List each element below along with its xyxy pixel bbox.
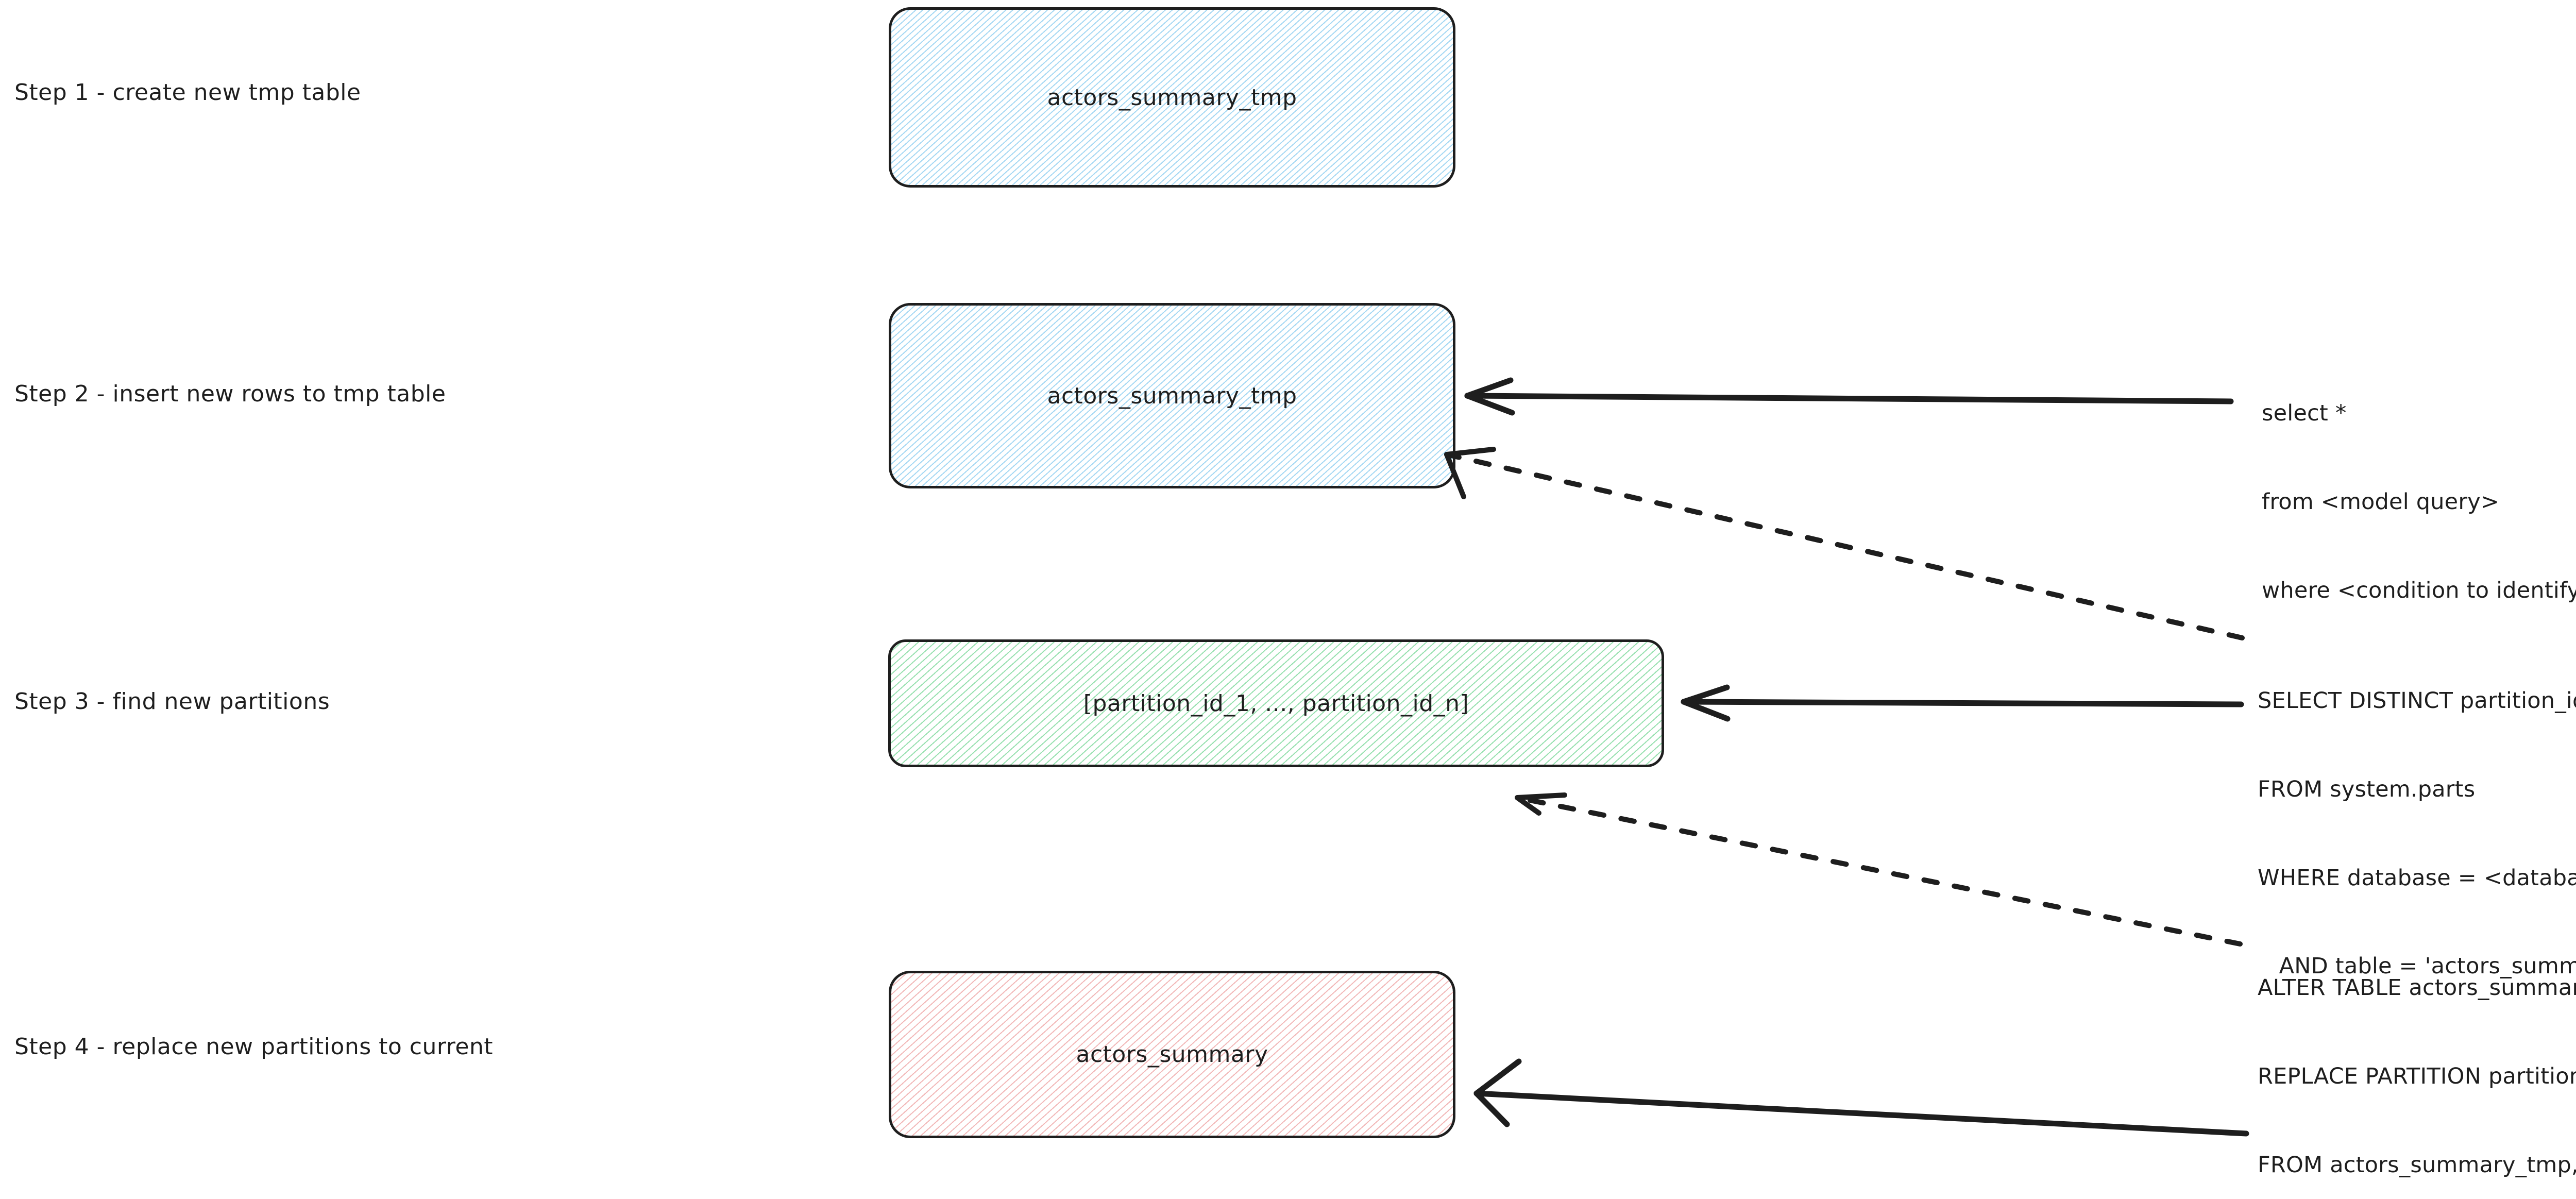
- step-label-3: Step 3 - find new partitions: [14, 688, 330, 715]
- arrow-step4-solid: [1473, 1058, 2249, 1137]
- code-block-step3: SELECT DISTINCT partition_id FROM system…: [2258, 628, 2576, 1040]
- code-line: FROM system.parts: [2258, 776, 2476, 802]
- code-line: AND table = 'actors_summary_tmp': [2279, 953, 2576, 980]
- arrow-step3-to-tmp-dashed: [1444, 447, 2245, 640]
- code-line: REPLACE PARTITION partition_id_1: [2258, 1063, 2576, 1089]
- code-line: FROM actors_summary_tmp,: [2258, 1152, 2576, 1178]
- code-block-step2: select * from <model query> where <condi…: [2262, 340, 2576, 664]
- node-actors-summary-tmp-step2[interactable]: actors_summary_tmp: [889, 303, 1455, 488]
- hatch-fill-blue: [891, 10, 1453, 185]
- node-label: [partition_id_1, ..., partition_id_n]: [1083, 690, 1469, 717]
- code-block-step4: ALTER TABLE actors_summary REPLACE PARTI…: [2258, 915, 2576, 1199]
- step-label-1: Step 1 - create new tmp table: [14, 79, 361, 106]
- node-actors-summary[interactable]: actors_summary: [889, 971, 1455, 1138]
- node-label: actors_summary: [1076, 1041, 1268, 1068]
- arrow-step3-solid: [1681, 684, 2244, 722]
- hatch-fill-pink: [891, 973, 1453, 1136]
- node-label: actors_summary_tmp: [1047, 382, 1297, 409]
- arrow-step2-solid: [1464, 377, 2234, 416]
- step-label-4: Step 4 - replace new partitions to curre…: [14, 1034, 494, 1060]
- arrow-step4-to-partitions-dashed: [1515, 792, 2243, 947]
- code-line: where <condition to identify new>: [2262, 577, 2576, 603]
- code-line: ALTER TABLE actors_summary: [2258, 975, 2576, 1001]
- node-label: actors_summary_tmp: [1047, 84, 1297, 111]
- step-label-2: Step 2 - insert new rows to tmp table: [14, 381, 446, 407]
- code-line: from <model query>: [2262, 488, 2500, 515]
- node-actors-summary-tmp-step1[interactable]: actors_summary_tmp: [889, 7, 1455, 188]
- hatch-fill-green: [891, 642, 1662, 765]
- hatch-fill-blue: [891, 306, 1453, 486]
- code-line: select *: [2262, 400, 2347, 427]
- node-partition-list[interactable]: [partition_id_1, ..., partition_id_n]: [888, 639, 1664, 767]
- code-line: SELECT DISTINCT partition_id: [2258, 688, 2576, 714]
- code-line: WHERE database = <database>: [2258, 865, 2576, 891]
